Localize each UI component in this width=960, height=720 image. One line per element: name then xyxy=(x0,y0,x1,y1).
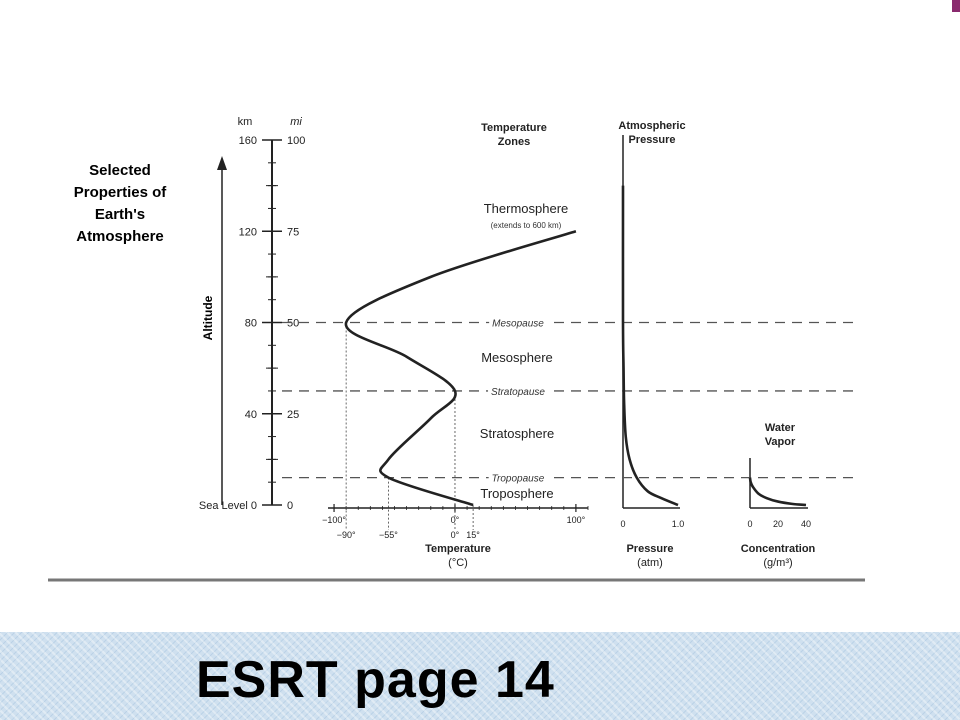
altitude-tick-mi: 25 xyxy=(287,409,299,421)
altitude-tick-km: Sea Level 0 xyxy=(199,500,257,512)
temperature-axis-unit: (°C) xyxy=(448,557,468,569)
pressure-tick-label: 0 xyxy=(620,519,625,529)
pressure-curve xyxy=(621,185,679,507)
altitude-label: Altitude xyxy=(201,295,215,340)
pressure-axis-unit: (atm) xyxy=(637,557,663,569)
water-vapor-tick-label: 40 xyxy=(801,519,811,529)
pressure-tick-label: 1.0 xyxy=(672,519,685,529)
temperature-tick-label: −100° xyxy=(322,515,346,525)
water-vapor-tick-label: 0 xyxy=(747,519,752,529)
water-vapor-curve xyxy=(748,477,807,507)
zone-stratosphere: Stratosphere xyxy=(480,426,554,441)
chart-title-line4: Atmosphere xyxy=(76,228,164,245)
boundary-label: Stratopause xyxy=(491,387,545,398)
boundary-label: Tropopause xyxy=(492,474,545,485)
pressure-axis-label: Pressure xyxy=(626,543,673,555)
altitude-tick-km: 40 xyxy=(245,409,257,421)
chart-title-line1: Selected xyxy=(89,162,151,179)
boundary-label-backdrop xyxy=(488,386,549,398)
altitude-tick-mi: 50 xyxy=(287,318,299,330)
water-vapor-header-line2: Vapor xyxy=(765,436,796,448)
chart-marks: Sea Level 0 0 40 25 80 50 120 75 160 100Mesopause… xyxy=(199,135,860,540)
water-vapor-header-line1: Water xyxy=(765,422,796,434)
boundary-label: Mesopause xyxy=(492,319,544,330)
altitude-tick-km: 80 xyxy=(245,318,257,330)
zone-troposphere: Troposphere xyxy=(480,486,553,501)
pressure-header-line2: Pressure xyxy=(628,134,675,146)
altitude-tick-mi: 100 xyxy=(287,135,305,147)
atmosphere-chart: Selected Properties of Earth's Atmospher… xyxy=(48,116,865,582)
temperature-reference-label: −90° xyxy=(337,530,356,540)
mi-header: mi xyxy=(290,116,302,128)
footer-band xyxy=(0,632,960,720)
temperature-reference-label: −55° xyxy=(379,530,398,540)
boundary-label-backdrop xyxy=(488,473,548,485)
altitude-arrowhead xyxy=(217,156,227,170)
altitude-tick-km: 120 xyxy=(239,226,257,238)
km-header: km xyxy=(238,116,253,128)
altitude-tick-mi: 75 xyxy=(287,226,299,238)
zone-thermosphere: Thermosphere xyxy=(484,201,569,216)
chart-title-line3: Earth's xyxy=(95,206,145,223)
temperature-tick-label: 100° xyxy=(567,515,586,525)
water-vapor-tick-label: 20 xyxy=(773,519,783,529)
zone-thermosphere-note: (extends to 600 km) xyxy=(491,221,562,230)
footer-title: ESRT page 14 xyxy=(196,651,555,709)
altitude-tick-mi: 0 xyxy=(287,500,293,512)
temperature-reference-label: 15° xyxy=(466,530,480,540)
zones-header-line2: Zones xyxy=(498,136,530,148)
chart-title-line2: Properties of xyxy=(74,184,168,201)
boundary-label-backdrop xyxy=(489,318,548,330)
water-vapor-axis-label: Concentration xyxy=(741,543,816,555)
altitude-tick-km: 160 xyxy=(239,135,257,147)
zones-header-line1: Temperature xyxy=(481,122,547,134)
temperature-curve xyxy=(344,230,577,507)
temperature-axis-label: Temperature xyxy=(425,543,491,555)
water-vapor-axis-unit: (g/m³) xyxy=(763,557,792,569)
pressure-header-line1: Atmospheric xyxy=(618,120,685,132)
temperature-reference-label: 0° xyxy=(451,530,460,540)
corner-mark xyxy=(952,0,960,12)
zone-mesosphere: Mesosphere xyxy=(481,350,553,365)
